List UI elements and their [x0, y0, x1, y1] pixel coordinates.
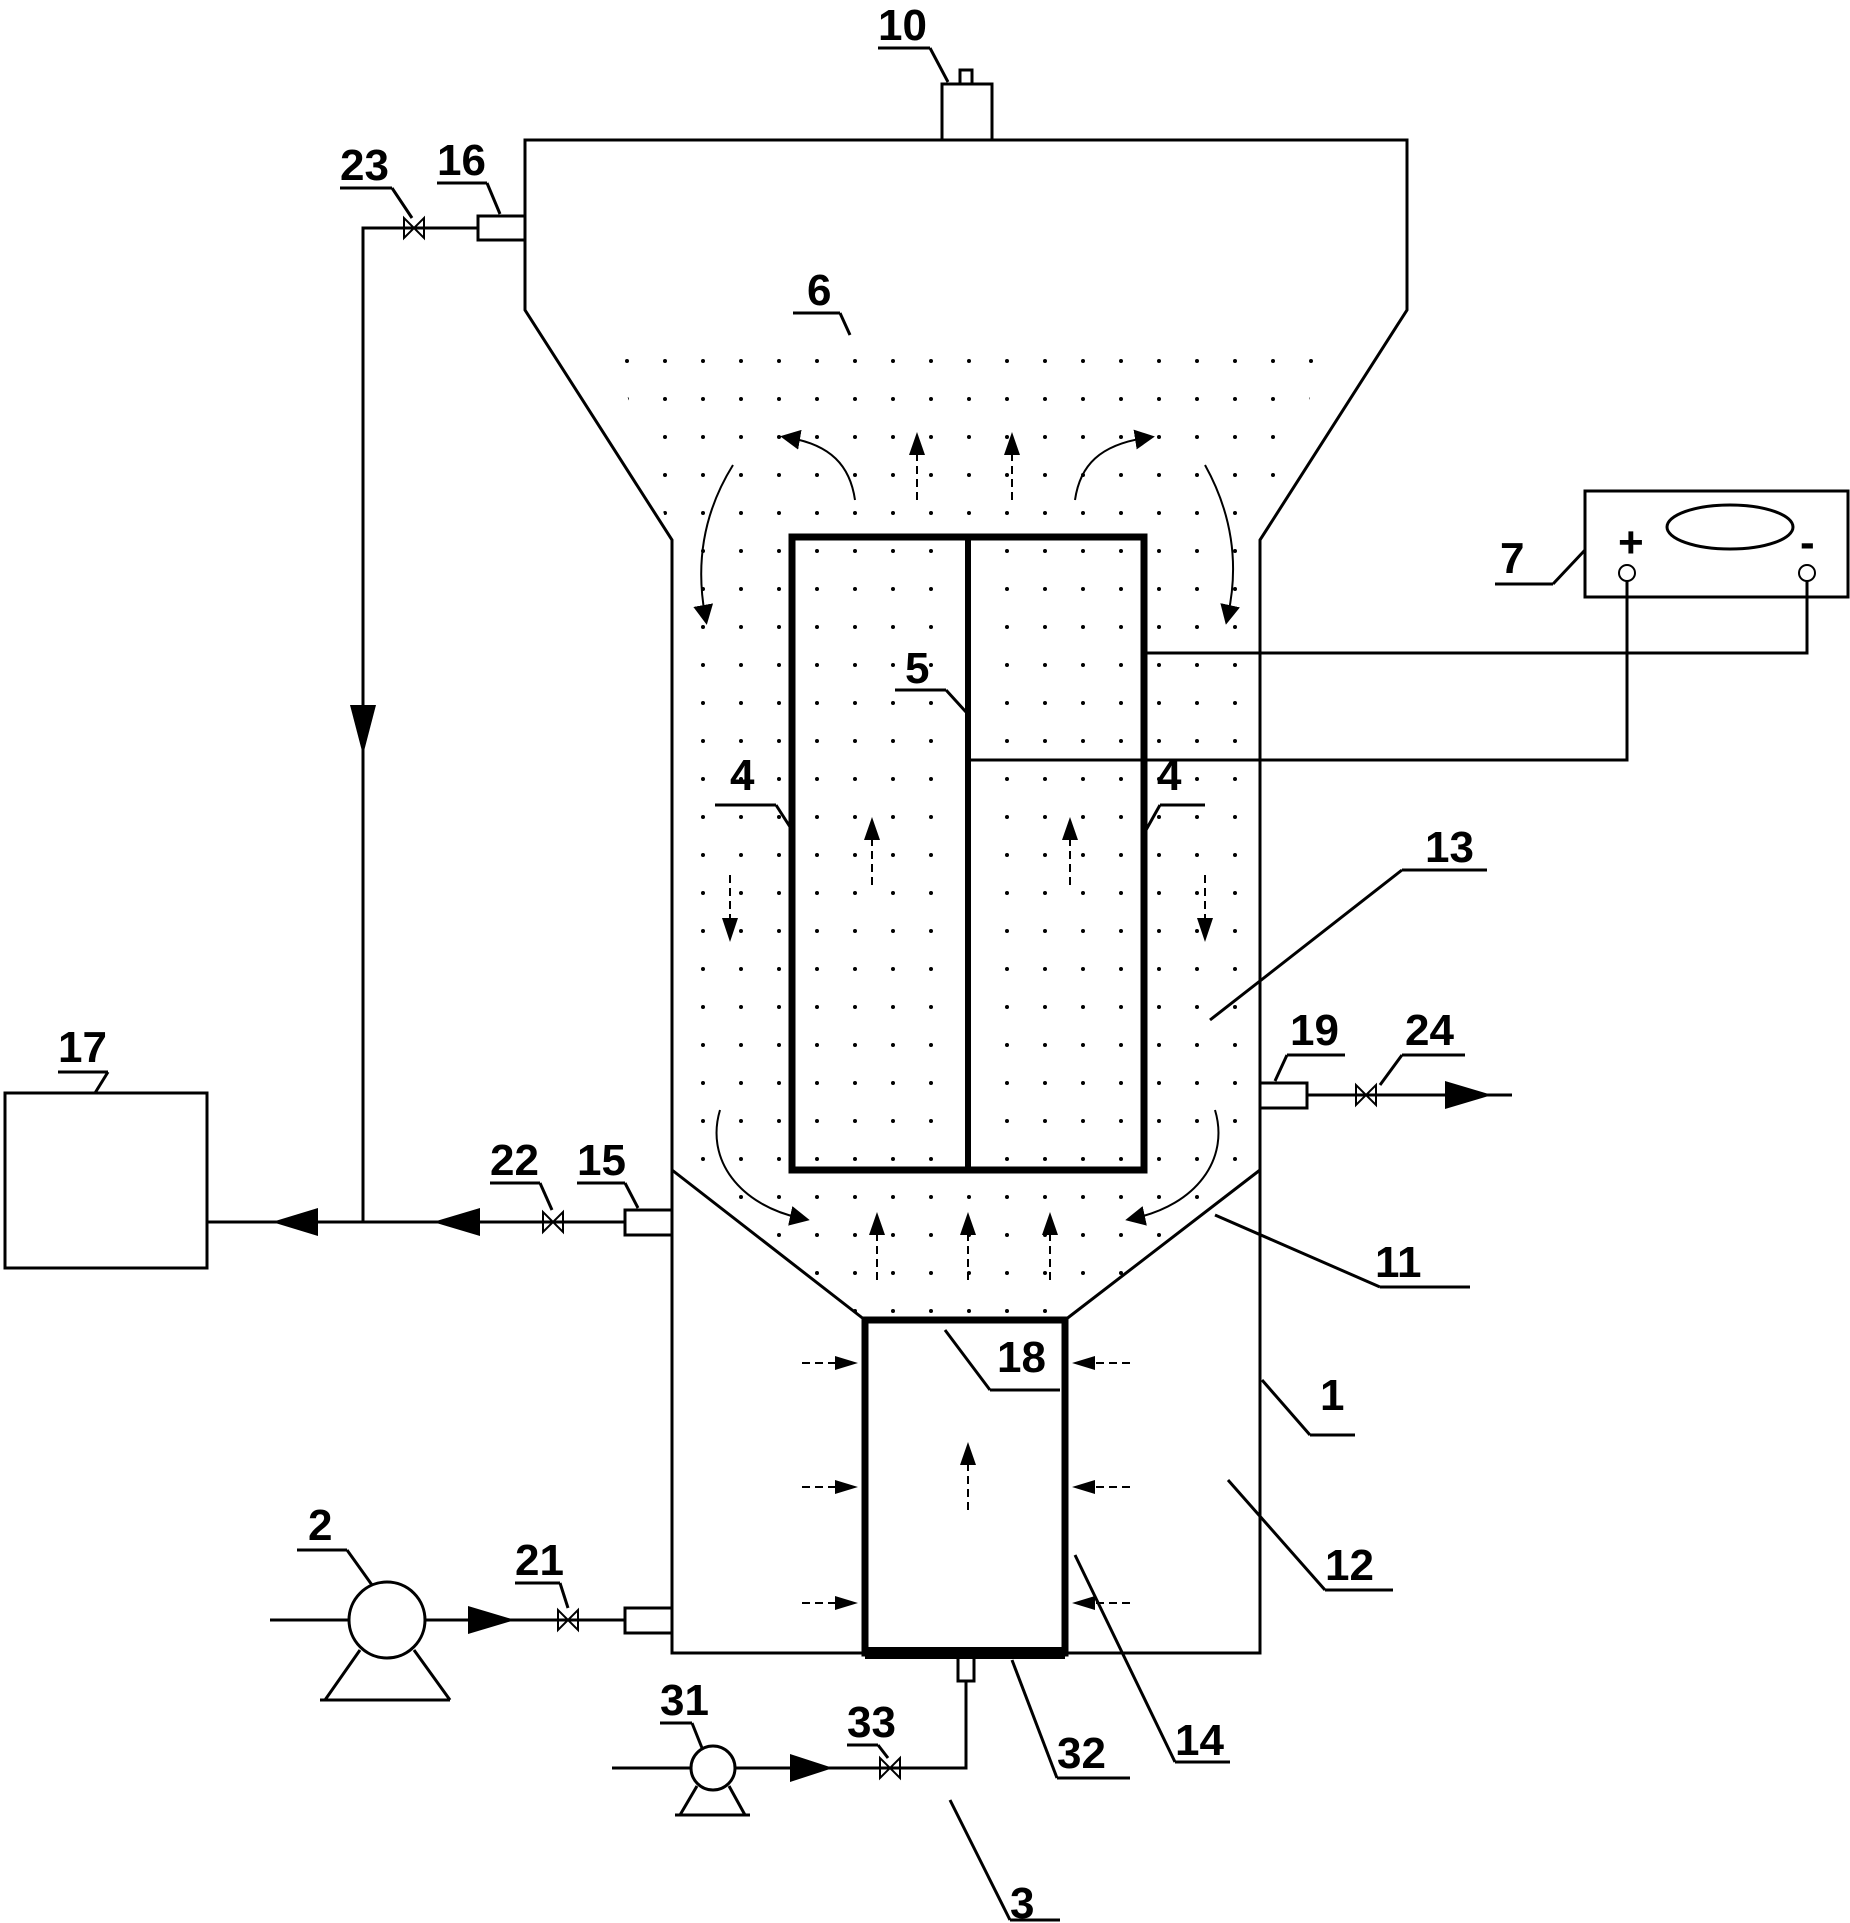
svg-text:12: 12: [1325, 1541, 1374, 1590]
svg-text:24: 24: [1405, 1006, 1454, 1055]
svg-text:13: 13: [1425, 823, 1474, 872]
svg-text:1: 1: [1320, 1371, 1344, 1420]
top-port: [940, 68, 994, 142]
label-22: 22: [490, 1136, 554, 1211]
svg-text:16: 16: [437, 136, 486, 185]
svg-text:4: 4: [1157, 751, 1182, 800]
label-15: 15: [577, 1136, 640, 1209]
pump-31: [675, 1744, 750, 1817]
valve-33: [879, 1755, 901, 1781]
reactor-vessel: [523, 138, 1409, 1655]
valve-21: [557, 1607, 579, 1633]
svg-text:32: 32: [1057, 1729, 1106, 1778]
wire-positive: [968, 581, 1629, 762]
valve-23: [403, 215, 425, 241]
svg-text:17: 17: [58, 1023, 107, 1072]
label-18: 18: [943, 1329, 1060, 1392]
label-13: 13: [1209, 823, 1487, 1022]
label-14: 14: [1073, 1554, 1230, 1765]
svg-text:18: 18: [997, 1333, 1046, 1382]
svg-text:23: 23: [340, 141, 389, 190]
label-6: 6: [793, 266, 852, 336]
label-12: 12: [1226, 1479, 1393, 1592]
valve-24: [1355, 1082, 1377, 1108]
valve-22: [542, 1209, 564, 1235]
label-16: 16: [437, 136, 502, 215]
pump-2: [320, 1580, 452, 1702]
inlet-port: [623, 1606, 674, 1635]
label-31: 31: [660, 1676, 709, 1749]
label-5: 5: [895, 644, 968, 714]
port-16: [476, 214, 527, 242]
svg-text:31: 31: [660, 1676, 709, 1725]
port-15: [623, 1208, 674, 1237]
svg-text:2: 2: [308, 1501, 332, 1550]
label-10: 10: [878, 1, 950, 83]
port-19: [1258, 1081, 1309, 1110]
label-32: 32: [1010, 1659, 1130, 1780]
label-21: 21: [515, 1536, 570, 1609]
svg-text:15: 15: [577, 1136, 626, 1185]
svg-text:7: 7: [1500, 534, 1524, 583]
svg-text:21: 21: [515, 1536, 564, 1585]
arrow-right-gas: [790, 1754, 833, 1782]
svg-text:22: 22: [490, 1136, 539, 1185]
svg-text:6: 6: [807, 266, 831, 315]
svg-text:4: 4: [730, 751, 755, 800]
label-33: 33: [847, 1698, 896, 1759]
svg-text:3: 3: [1010, 1879, 1034, 1923]
power-supply: + -: [1583, 489, 1850, 599]
svg-text:14: 14: [1175, 1716, 1224, 1765]
label-1: 1: [1260, 1371, 1355, 1437]
label-17: 17: [58, 1023, 110, 1094]
svg-text:33: 33: [847, 1698, 896, 1747]
power-minus-label: -: [1800, 518, 1815, 567]
label-4-right: 4: [1144, 751, 1205, 831]
svg-text:19: 19: [1290, 1006, 1339, 1055]
arrow-right-19: [1445, 1081, 1492, 1109]
flow-arrows: [693, 429, 1240, 1610]
label-4-left: 4: [715, 751, 794, 831]
label-11: 11: [1214, 1213, 1470, 1289]
arrow-right-feed: [468, 1606, 515, 1634]
svg-text:10: 10: [878, 1, 927, 50]
label-24: 24: [1378, 1006, 1465, 1086]
label-2: 2: [297, 1501, 374, 1586]
recycle-line: [361, 226, 478, 1222]
arrow-left-1: [433, 1208, 480, 1236]
label-3: 3: [948, 1799, 1060, 1923]
collection-tank: [3, 1091, 209, 1270]
label-7: 7: [1495, 534, 1587, 586]
power-plus-label: +: [1618, 518, 1644, 567]
arrow-down-recycle: [350, 705, 376, 755]
arrow-left-2: [272, 1208, 318, 1236]
label-19: 19: [1273, 1006, 1345, 1082]
svg-text:11: 11: [1375, 1238, 1422, 1287]
internal-funnel: [671, 1168, 1261, 1322]
label-23: 23: [340, 141, 414, 219]
wire-negative: [1144, 581, 1809, 655]
svg-text:5: 5: [905, 644, 929, 693]
